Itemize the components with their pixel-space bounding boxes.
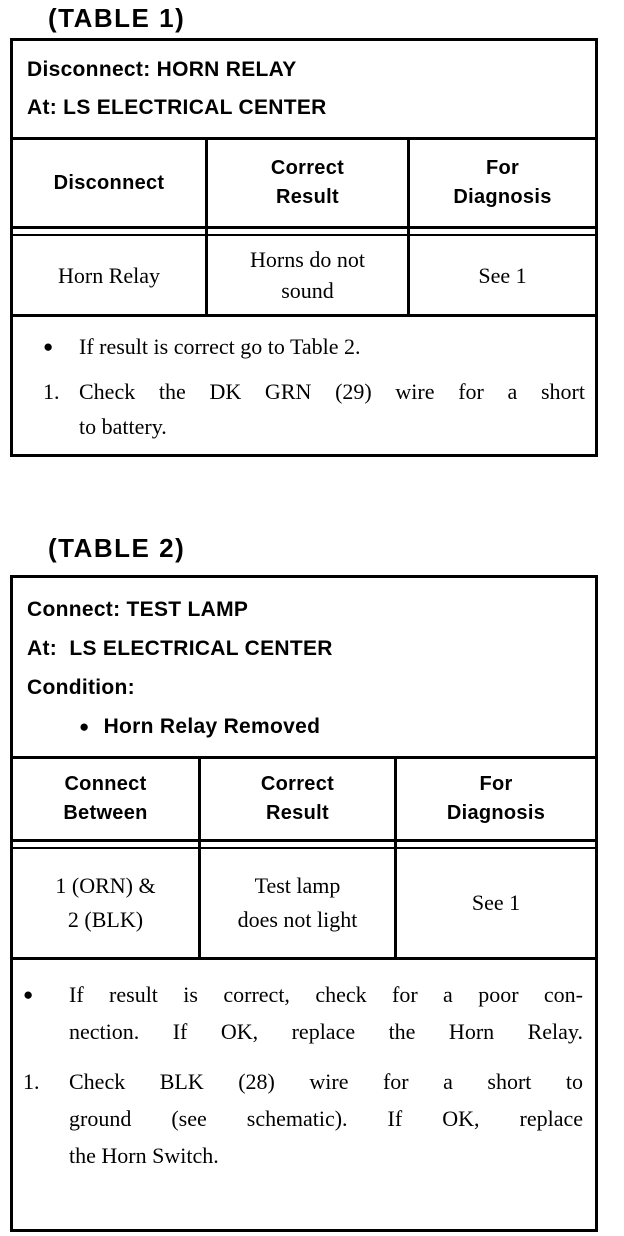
table2-double-rule [13, 842, 595, 849]
table2-info-box: Connect: TEST LAMP At: LS ELECTRICAL CEN… [13, 578, 595, 759]
table2-connect-line: Connect: TEST LAMP [27, 598, 249, 621]
table2-heading: (TABLE 2) [48, 533, 186, 563]
bullet-icon: ● [23, 985, 34, 1004]
table2-cell-correct-result: Test lamp does not light [201, 849, 397, 957]
table2-note-bullet-line2: nection. If OK, replace the Horn Relay. [69, 1019, 583, 1044]
table2-note-1-line2: ground (see schematic). If OK, replace [69, 1106, 583, 1131]
table2-note-bullet: ● If result is correct, check for a poor… [23, 976, 583, 1050]
table-2: Connect: TEST LAMP At: LS ELECTRICAL CEN… [10, 575, 598, 1232]
table2-note-1-line3: the Horn Switch. [69, 1143, 219, 1168]
table1-col-header-disconnect: Disconnect [13, 140, 208, 226]
table2-col-header-connect-between: Connect Between [13, 759, 201, 839]
table2-note-1-line1: Check BLK (28) wire for a short to [69, 1069, 583, 1094]
table1-data-row: Horn Relay Horns do not sound See 1 [13, 236, 595, 317]
table1-notes: ● If result is correct go to Table 2. 1.… [13, 317, 595, 454]
table2-column-header-row: Connect Between Correct Result For Diagn… [13, 759, 595, 842]
table2-data-row: 1 (ORN) & 2 (BLK) Test lamp does not lig… [13, 849, 595, 960]
bullet-icon: ● [79, 717, 90, 736]
table2-condition-item: ● Horn Relay Removed [27, 707, 587, 746]
table1-cell-for-diagnosis: See 1 [478, 262, 527, 288]
table2-col-header-correct-result: Correct Result [201, 759, 397, 839]
table2-at-line: At: LS ELECTRICAL CENTER [27, 637, 333, 660]
table1-col-header-correct-result: Correct Result [208, 140, 410, 226]
table2-note-1: 1. Check BLK (28) wire for a short to gr… [23, 1063, 583, 1174]
table1-cell-disconnect: Horn Relay [13, 236, 208, 314]
table1-note-1-number: 1. [43, 379, 60, 404]
table1-note-bullet-line1: If result is correct go to Table 2. [79, 334, 361, 359]
table2-note-1-number: 1. [23, 1069, 40, 1094]
table1-disconnect-line: Disconnect: HORN RELAY [27, 58, 297, 81]
table1-double-rule [13, 229, 595, 236]
table2-condition-text: Horn Relay Removed [103, 715, 321, 738]
table1-note-1-line1: Check the DK GRN (29) wire for a short [79, 379, 585, 404]
table1-info-box: Disconnect: HORN RELAY At: LS ELECTRICAL… [13, 41, 595, 140]
table-1: Disconnect: HORN RELAY At: LS ELECTRICAL… [10, 38, 598, 457]
table1-cell-correct-result: Horns do not sound [208, 236, 410, 314]
table1-note-1: 1. Check the DK GRN (29) wire for a shor… [43, 374, 585, 444]
table2-condition-label: Condition: [27, 676, 135, 699]
table2-notes: ● If result is correct, check for a poor… [13, 960, 595, 1229]
table1-at-line: At: LS ELECTRICAL CENTER [27, 96, 327, 119]
table2-cell-connect-between: 1 (ORN) & 2 (BLK) [13, 849, 201, 957]
table1-note-bullet: ● If result is correct go to Table 2. [43, 329, 585, 364]
table1-col-header-for-diagnosis: For Diagnosis [453, 157, 552, 208]
table2-note-bullet-line1: If result is correct, check for a poor c… [69, 982, 583, 1007]
table2-col-header-for-diagnosis: For Diagnosis [446, 773, 546, 824]
table1-heading: (TABLE 1) [48, 3, 186, 33]
table1-note-1-line2: to battery. [79, 414, 167, 439]
bullet-icon: ● [43, 337, 54, 356]
table1-column-header-row: Disconnect Correct Result For Diagnosis [13, 140, 595, 229]
table2-cell-for-diagnosis: See 1 [471, 890, 521, 915]
